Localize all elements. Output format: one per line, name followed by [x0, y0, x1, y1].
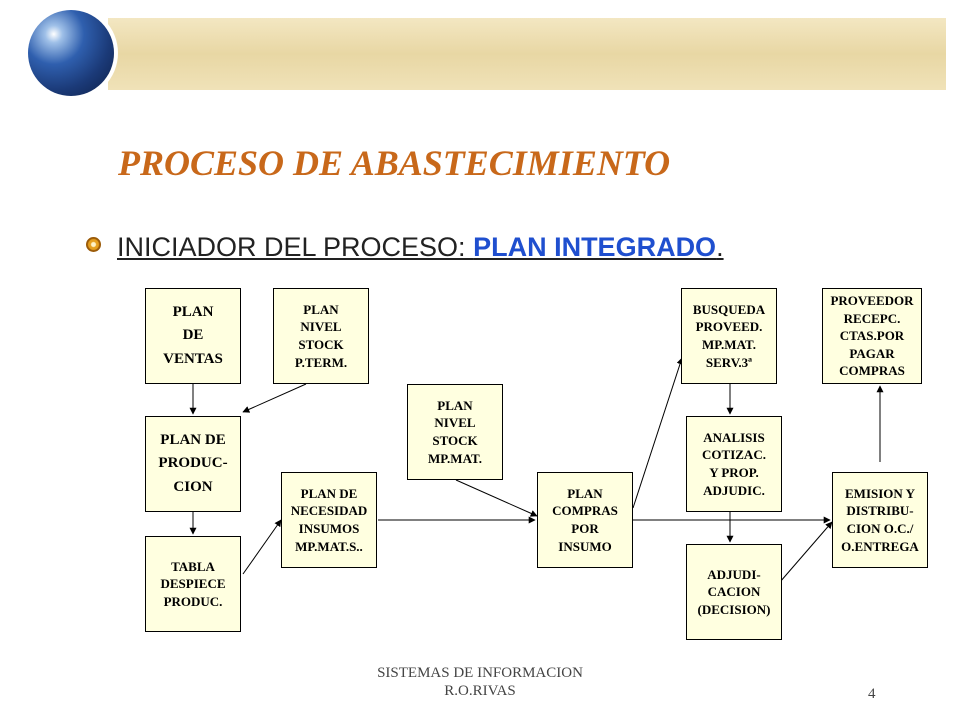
node-tabla-despiece: TABLA DESPIECE PRODUC.	[145, 536, 241, 632]
node-emision-distribucion: EMISION Y DISTRIBU- CION O.C./ O.ENTREGA	[832, 472, 928, 568]
world-map-banner	[108, 18, 946, 90]
page-number: 4	[868, 686, 876, 702]
node-plan-ventas: PLAN DE VENTAS	[145, 288, 241, 384]
arrow-stockpterm-produccion	[242, 383, 307, 413]
node-proveedor-recepc: PROVEEDOR RECEPC. CTAS.POR PAGAR COMPRAS	[822, 288, 922, 384]
node-plan-nivel-stock-mpmat: PLAN NIVEL STOCK MP.MAT.	[407, 384, 503, 480]
footer-text: SISTEMAS DE INFORMACION R.O.RIVAS	[377, 665, 583, 699]
node-adjudicacion: ADJUDI- CACION (DECISION)	[686, 544, 782, 640]
bullet-point: INICIADOR DEL PROCESO: PLAN INTEGRADO.	[86, 232, 724, 263]
arrow-stockmpmat-compras	[455, 479, 538, 517]
globe-icon	[28, 10, 114, 96]
node-busqueda-proveed: BUSQUEDA PROVEED. MP.MAT. SERV.3ª	[681, 288, 777, 384]
arrow-despiece-necesidad	[242, 519, 282, 575]
bullet-text: INICIADOR DEL PROCESO: PLAN INTEGRADO.	[117, 232, 724, 263]
node-plan-nivel-stock-pterm: PLAN NIVEL STOCK P.TERM.	[273, 288, 369, 384]
node-plan-produccion: PLAN DE PRODUC- CION	[145, 416, 241, 512]
bullet-highlight: PLAN INTEGRADO	[473, 232, 717, 262]
arrow-compras-busqueda	[632, 357, 684, 509]
bullet-prefix: INICIADOR DEL PROCESO:	[117, 232, 474, 262]
bullet-suffix: .	[716, 232, 724, 262]
bullet-icon	[86, 237, 101, 252]
node-plan-necesidad-insumos: PLAN DE NECESIDAD INSUMOS MP.MAT.S..	[281, 472, 377, 568]
arrow-adjudicacion-emision	[779, 521, 833, 583]
node-analisis-cotizac: ANALISIS COTIZAC. Y PROP. ADJUDIC.	[686, 416, 782, 512]
slide-title: PROCESO DE ABASTECIMIENTO	[118, 143, 671, 183]
node-plan-compras: PLAN COMPRAS POR INSUMO	[537, 472, 633, 568]
